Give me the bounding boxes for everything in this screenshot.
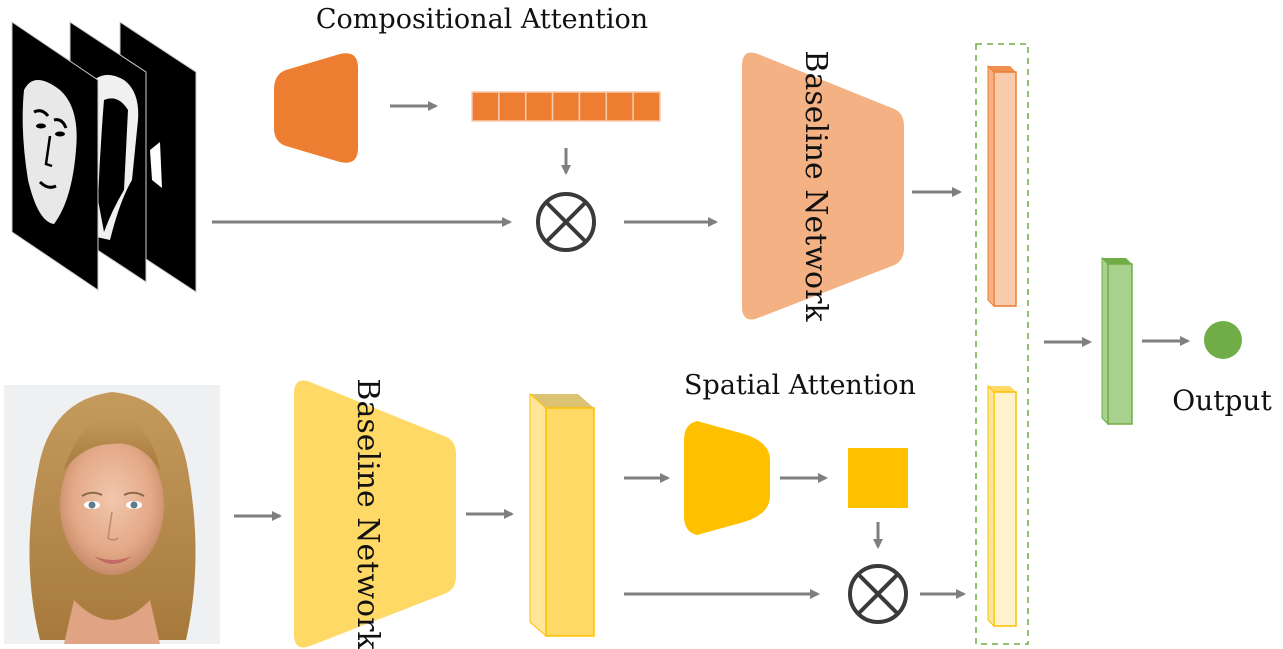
attention-vector-cell bbox=[551, 91, 581, 122]
attention-encoder-top bbox=[274, 53, 358, 163]
feature-bar-top bbox=[987, 64, 1017, 308]
mask-front bbox=[11, 21, 99, 291]
output-label: Output bbox=[1172, 384, 1272, 417]
green-dot-icon bbox=[1204, 321, 1242, 359]
attention-vector-cell bbox=[632, 91, 661, 122]
attention-vector-cell bbox=[578, 91, 608, 122]
baseline-network-top bbox=[742, 52, 904, 320]
baseline-network-bottom bbox=[294, 380, 456, 648]
attention-vector-cell bbox=[471, 91, 500, 122]
attention-vector bbox=[471, 91, 661, 122]
circled-times-icon bbox=[536, 192, 596, 252]
fusion-feature-bar bbox=[1101, 256, 1133, 426]
attention-vector-cell bbox=[524, 91, 554, 122]
feature-bar-bottom bbox=[987, 384, 1017, 628]
spatial-attention-map bbox=[848, 448, 908, 508]
parsing-mask-stack bbox=[11, 21, 197, 293]
circled-times-icon bbox=[848, 564, 908, 624]
baseline-network-top-label: Baseline Network bbox=[798, 50, 833, 322]
spatial-attention-title: Spatial Attention bbox=[684, 370, 916, 401]
attention-vector-cell bbox=[605, 91, 634, 122]
input-face-photo bbox=[4, 385, 220, 644]
spatial-encoder bbox=[684, 421, 770, 535]
concat-box bbox=[975, 43, 1029, 645]
compositional-attention-title: Compositional Attention bbox=[316, 4, 648, 35]
baseline-network-bottom-label: Baseline Network bbox=[350, 378, 385, 649]
attention-vector-cell bbox=[498, 91, 527, 122]
feature-map-block bbox=[529, 392, 595, 638]
